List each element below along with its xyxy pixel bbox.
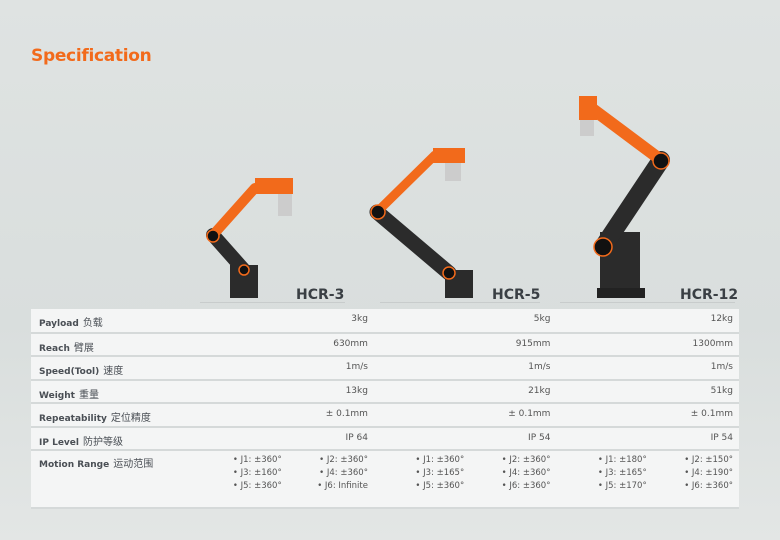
- row-label: Reach: [39, 343, 70, 354]
- joint-range: • J2: ±150°: [684, 455, 733, 465]
- joint-range: • J1: ±360°: [232, 455, 282, 465]
- divider: [380, 302, 540, 303]
- row-label-cn: 重量: [78, 389, 99, 401]
- joint-range: • J3: ±165°: [415, 468, 465, 478]
- joint-range: • J4: ±360°: [319, 468, 368, 478]
- cell-value: 51kg: [556, 379, 739, 404]
- row-label: Motion Range: [39, 460, 110, 470]
- motion-range-hcr-5: • J1: ±360° • J2: ±360° • J3: ±165° • J4: ±…: [374, 455, 551, 491]
- cell-value: 1m/s: [556, 356, 739, 381]
- motion-range-hcr-12: • J1: ±180° • J2: ±150° • J3: ±165° • J4: ±…: [556, 455, 733, 491]
- joint-range: • J5: ±360°: [232, 481, 282, 491]
- robot-image-hcr-3: [206, 178, 293, 298]
- row-label-cn: 定位精度: [110, 413, 151, 424]
- row-label-cn: 臂展: [73, 342, 94, 354]
- joint-range: • J2: ±360°: [319, 455, 368, 465]
- robot-image-hcr-5: [369, 148, 473, 298]
- joint-range: • J1: ±180°: [597, 455, 647, 465]
- cell-value: 1m/s: [373, 356, 557, 381]
- cell-value: ± 0.1mm: [556, 403, 739, 428]
- joint-range: • J3: ±160°: [232, 468, 282, 478]
- cell-value: 1m/s: [191, 356, 374, 381]
- motion-range-hcr-3: • J1: ±360° • J2: ±360° • J3: ±160° • J4: ±…: [191, 455, 368, 491]
- row-label: Repeatability: [39, 414, 107, 424]
- row-label: Payload: [39, 319, 79, 329]
- model-name-hcr-12: HCR-12: [680, 287, 739, 303]
- joint-range: • J5: ±170°: [597, 481, 647, 491]
- joint-range: • J1: ±360°: [415, 455, 465, 465]
- cell-value: ± 0.1mm: [373, 403, 557, 428]
- divider: [560, 302, 735, 303]
- joint-range: • J6: Infinite: [317, 481, 368, 491]
- cell-value: 915mm: [373, 332, 557, 357]
- joint-range: • J4: ±190°: [684, 468, 733, 478]
- cell-value: 21kg: [373, 379, 557, 404]
- joint-range: • J4: ±360°: [501, 468, 551, 478]
- cell-value: 12kg: [556, 309, 739, 334]
- joint-range: • J2: ±360°: [501, 455, 551, 465]
- cell-value: ± 0.1mm: [191, 403, 374, 428]
- model-name-hcr-3: HCR-3: [296, 287, 345, 303]
- robot-image-hcr-12: [579, 96, 670, 298]
- joint-range: • J6: ±360°: [501, 481, 551, 491]
- cell-value: 3kg: [191, 309, 374, 334]
- cell-value: 5kg: [373, 309, 557, 334]
- row-label-cn: 运动范围: [113, 459, 154, 470]
- page-title: Specification: [31, 46, 152, 66]
- divider: [200, 302, 345, 303]
- cell-value: 13kg: [191, 379, 374, 404]
- cell-value: IP 54: [373, 426, 557, 451]
- cell-value: IP 64: [191, 426, 374, 451]
- row-label-cn: 负载: [82, 318, 103, 329]
- cell-value: IP 54: [556, 426, 739, 451]
- cell-value: 1300mm: [556, 332, 739, 357]
- row-label: Weight: [39, 390, 75, 401]
- joint-range: • J3: ±165°: [597, 468, 647, 478]
- row-label: Speed(Tool): [39, 367, 100, 377]
- row-label: IP Level: [39, 437, 79, 448]
- model-name-hcr-5: HCR-5: [492, 287, 541, 303]
- joint-range: • J6: ±360°: [684, 481, 733, 491]
- row-label-cn: 速度: [103, 366, 124, 377]
- cell-value: 630mm: [191, 332, 374, 357]
- row-label-cn: 防护等级: [82, 436, 123, 448]
- joint-range: • J5: ±360°: [415, 481, 465, 491]
